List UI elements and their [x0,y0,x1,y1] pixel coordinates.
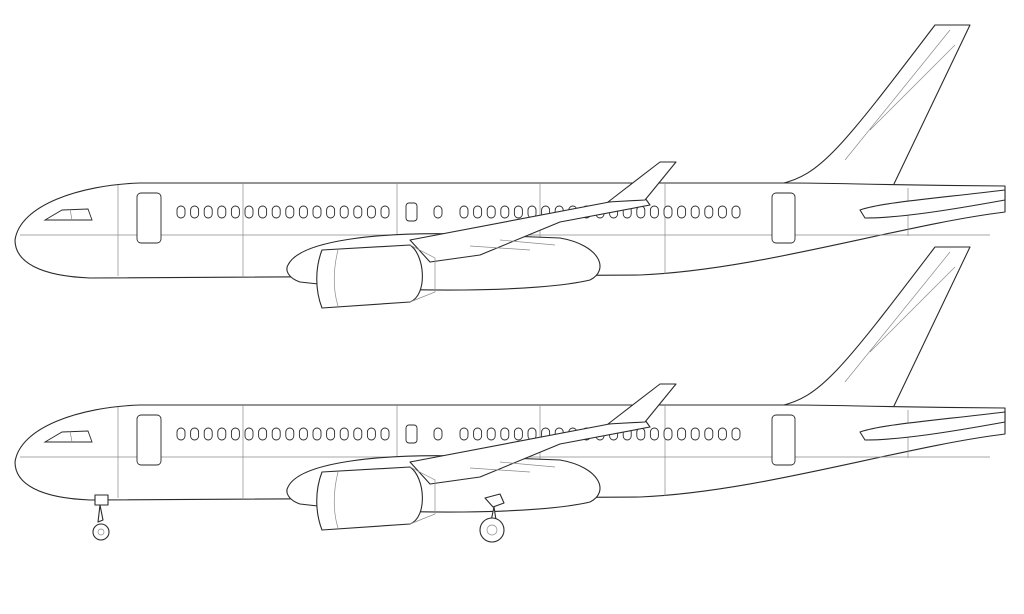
engine-nacelle [316,466,423,531]
cabin-window [649,205,659,219]
cabin-window [704,205,714,219]
cabin-window [271,427,281,441]
cabin-window [298,427,308,441]
cabin-window [663,205,673,219]
cabin-window [190,427,200,441]
cabin-window [717,427,727,441]
cabin-window [217,427,227,441]
cabin-window [339,427,349,441]
cabin-window [244,205,254,219]
cabin-window [176,427,186,441]
cockpit-windows [43,208,93,221]
forward-door [136,192,162,244]
cabin-window [258,427,268,441]
cabin-window [486,205,496,219]
aircraft-gear-up [14,24,1006,309]
horizontal-stabilizer [859,411,1006,441]
cabin-window [339,205,349,219]
cabin-window [190,205,200,219]
vertical-fin [779,24,971,187]
cabin-window [230,205,240,219]
cabin-window [473,427,483,441]
cabin-window [459,205,469,219]
forward-door [136,414,162,466]
cabin-window [285,427,295,441]
cabin-window [433,427,443,441]
winglet [607,383,677,425]
overwing-exit [405,202,418,222]
cabin-window [230,427,240,441]
cabin-window [298,205,308,219]
cabin-window [690,427,700,441]
engine-nacelle [316,244,423,309]
winglet [607,161,677,203]
aircraft-gear-down [14,246,1006,543]
cabin-window [217,205,227,219]
cabin-window [704,427,714,441]
nose-landing-gear [92,494,110,541]
cabin-window [500,427,510,441]
cabin-window [690,205,700,219]
cabin-window [285,205,295,219]
cabin-window [731,205,741,219]
cabin-window [677,427,687,441]
cabin-window [203,427,213,441]
cabin-window [380,427,390,441]
cabin-window [326,427,336,441]
cabin-window [500,205,510,219]
cabin-window [326,205,336,219]
cabin-window [663,427,673,441]
cabin-window [176,205,186,219]
cabin-window [513,205,523,219]
cabin-window [312,427,322,441]
cabin-window [312,205,322,219]
cabin-window [366,427,376,441]
cabin-window [433,205,443,219]
cabin-window [459,427,469,441]
cabin-window [473,205,483,219]
horizontal-stabilizer [859,189,1006,219]
cabin-window [258,205,268,219]
cabin-window [271,205,281,219]
vertical-fin [779,246,971,409]
cabin-window [513,427,523,441]
cockpit-windows [43,430,93,443]
cabin-window [717,205,727,219]
cabin-window [203,205,213,219]
cabin-window [353,427,363,441]
rear-door [771,414,796,466]
cabin-window [353,205,363,219]
cabin-window [649,427,659,441]
cabin-window [677,205,687,219]
main-landing-gear [479,493,505,543]
cabin-window [486,427,496,441]
cabin-window [366,205,376,219]
rear-door [771,192,796,244]
overwing-exit [405,424,418,444]
cabin-window [731,427,741,441]
cabin-window [244,427,254,441]
cabin-window [380,205,390,219]
